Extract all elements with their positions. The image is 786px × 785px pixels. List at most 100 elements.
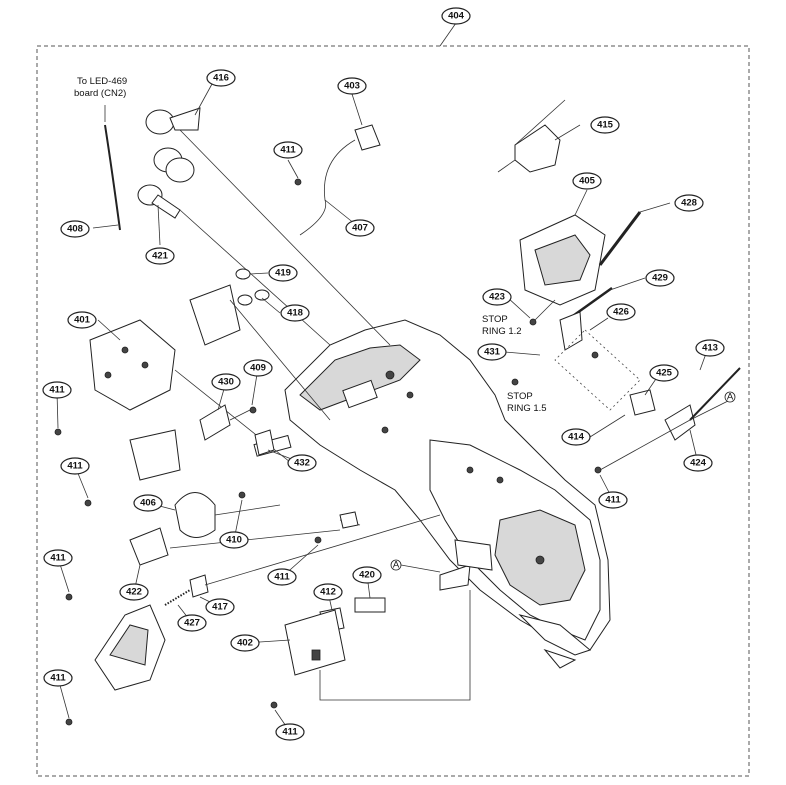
svg-text:426: 426 [613, 307, 629, 318]
part-403-407 [299, 124, 381, 236]
callout-411-c: 411 [60, 457, 90, 475]
callout-403: 403 [337, 77, 367, 95]
part-424 [599, 367, 741, 471]
callout-402: 402 [230, 634, 260, 652]
callout-411-a: 411 [273, 141, 303, 159]
callout-429: 429 [645, 269, 675, 287]
svg-text:411: 411 [282, 727, 298, 738]
svg-text:411: 411 [49, 385, 65, 396]
part-406 [129, 429, 281, 538]
callout-410: 410 [219, 531, 249, 549]
svg-text:428: 428 [681, 198, 697, 209]
svg-text:431: 431 [484, 347, 501, 358]
svg-text:429: 429 [652, 273, 668, 284]
callout-405: 405 [572, 172, 602, 190]
svg-text:410: 410 [226, 535, 242, 546]
part-408-cable [104, 105, 121, 231]
callout-411-d: 411 [598, 491, 628, 509]
part-402-board [284, 590, 471, 701]
callout-423: 423 [482, 288, 512, 306]
callout-411-g: 411 [43, 669, 73, 687]
screws [54, 178, 602, 726]
svg-text:407: 407 [352, 223, 368, 234]
part-422 [129, 527, 341, 566]
svg-text:A: A [727, 392, 734, 403]
part-418-419 [189, 268, 331, 421]
callout-430: 430 [211, 373, 241, 391]
callout-411-f: 411 [43, 549, 73, 567]
callout-416: 416 [206, 69, 236, 87]
svg-text:411: 411 [67, 461, 83, 472]
callout-413: 413 [695, 339, 725, 357]
svg-text:A: A [393, 560, 400, 571]
note-stop-ring-15-line2: RING 1.5 [507, 403, 547, 414]
svg-text:418: 418 [287, 308, 303, 319]
note-stop-ring-12-line1: STOP [482, 314, 508, 325]
svg-text:409: 409 [250, 363, 266, 374]
svg-text:422: 422 [126, 587, 142, 598]
svg-text:416: 416 [213, 73, 229, 84]
svg-text:432: 432 [294, 458, 310, 469]
callout-427: 427 [177, 614, 207, 632]
svg-text:415: 415 [597, 120, 614, 131]
part-426 [554, 311, 641, 411]
callout-404: 404 [441, 7, 471, 25]
callout-425: 425 [649, 364, 679, 382]
svg-text:419: 419 [275, 268, 291, 279]
callout-409: 409 [243, 359, 273, 377]
svg-text:412: 412 [320, 587, 336, 598]
part-lower-left-assembly [94, 604, 166, 691]
svg-text:403: 403 [344, 81, 360, 92]
svg-text:411: 411 [50, 553, 66, 564]
svg-text:411: 411 [605, 495, 621, 506]
note-to-led-line1: To LED-469 [77, 76, 127, 87]
svg-text:401: 401 [74, 315, 91, 326]
note-stop-ring-15-line1: STOP [507, 391, 533, 402]
part-416-421 [137, 107, 391, 346]
ref-marker-a-2: A [390, 560, 441, 573]
callout-411-e: 411 [267, 568, 297, 586]
callout-415: 415 [590, 116, 620, 134]
part-430 [199, 404, 251, 441]
svg-text:413: 413 [702, 343, 718, 354]
part-417-427 [164, 514, 441, 606]
part-415 [497, 99, 566, 173]
callout-412: 412 [313, 583, 343, 601]
callout-417: 417 [205, 598, 235, 616]
callout-428: 428 [674, 194, 704, 212]
note-stop-ring-12-line2: RING 1.2 [482, 326, 522, 337]
callout-411-h: 411 [275, 723, 305, 741]
callout-408: 408 [60, 220, 90, 238]
part-428-rod [598, 211, 642, 266]
callout-406: 406 [133, 494, 163, 512]
ref-marker-a-1: A [724, 392, 736, 403]
callout-401: 401 [67, 311, 97, 329]
part-401 [89, 319, 301, 471]
callout-426: 426 [606, 303, 636, 321]
callout-419: 419 [268, 264, 298, 282]
callout-411-b: 411 [42, 381, 72, 399]
svg-text:405: 405 [579, 176, 596, 187]
callout-424: 424 [683, 454, 713, 472]
svg-text:420: 420 [359, 570, 375, 581]
svg-text:417: 417 [212, 602, 228, 613]
svg-text:408: 408 [67, 224, 83, 235]
svg-text:411: 411 [50, 673, 66, 684]
callout-432: 432 [287, 454, 317, 472]
svg-text:404: 404 [448, 11, 465, 22]
svg-text:406: 406 [140, 498, 156, 509]
callout-414: 414 [561, 428, 591, 446]
callout-407: 407 [345, 219, 375, 237]
note-to-led-line2: board (CN2) [74, 88, 126, 99]
callout-418: 418 [280, 304, 310, 322]
main-housing [253, 319, 611, 669]
callout-420: 420 [352, 566, 382, 584]
svg-text:402: 402 [237, 638, 253, 649]
callout-422: 422 [119, 583, 149, 601]
callout-421: 421 [145, 247, 175, 265]
svg-text:427: 427 [184, 618, 200, 629]
svg-text:411: 411 [280, 145, 296, 156]
svg-text:411: 411 [274, 572, 290, 583]
svg-text:424: 424 [690, 458, 707, 469]
